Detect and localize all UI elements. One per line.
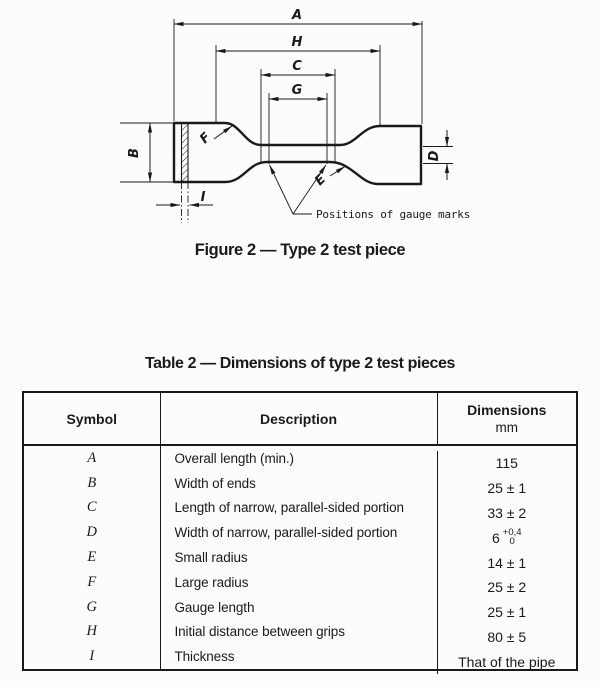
dim-label-H: H xyxy=(292,35,303,50)
dimensions-table: Symbol Description Dimensions mm A Overa… xyxy=(22,391,578,675)
value-cell: 6 +0,4 0 xyxy=(436,525,577,551)
table-body: A Overall length (min.) 115 B Width of e… xyxy=(24,446,576,675)
gauge-marks-note: Positions of gauge marks xyxy=(269,164,470,221)
value-nominal: 6 xyxy=(491,529,500,546)
description-cell: Large radius xyxy=(159,569,437,595)
table-row: I Thickness That of the pipe xyxy=(24,644,576,675)
value-cell: 25 ± 1 xyxy=(436,475,577,501)
hatch-strip xyxy=(180,123,189,182)
dim-label-I: I xyxy=(201,190,206,205)
description-cell: Length of narrow, parallel-sided portion xyxy=(159,495,437,521)
value-cell: 33 ± 2 xyxy=(436,500,577,526)
specimen-outline xyxy=(172,121,423,186)
table-row: B Width of ends 25 ± 1 xyxy=(24,470,576,501)
dim-label-G: G xyxy=(292,83,303,98)
symbol-cell: C xyxy=(86,499,97,516)
figure-caption: Figure 2 — Type 2 test piece xyxy=(194,241,406,259)
symbol-cell: G xyxy=(86,598,97,615)
tolerance-lower: 0 xyxy=(509,535,515,547)
tolerance-upper: +0,4 xyxy=(502,527,522,539)
dimension-lines xyxy=(173,21,423,102)
symbol-cell: F xyxy=(87,573,97,590)
table-row: F Large radius 25 ± 2 xyxy=(24,569,576,600)
dim-label-F: F xyxy=(197,130,214,147)
dim-I: I xyxy=(156,182,213,223)
header-dimensions: Dimensions mm xyxy=(436,393,577,444)
dim-label-E: E xyxy=(312,172,329,189)
value-cell: That of the pipe xyxy=(436,649,577,675)
value-tolerance: +0,4 0 xyxy=(502,527,522,547)
leader-F: F xyxy=(197,125,233,147)
description-cell: Small radius xyxy=(159,545,437,570)
table-row: C Length of narrow, parallel-sided porti… xyxy=(24,495,576,526)
dim-D: D xyxy=(423,130,453,180)
table-row: A Overall length (min.) 115 xyxy=(24,446,576,476)
dim-B: B xyxy=(120,122,174,183)
dim-label-D: D xyxy=(427,150,442,161)
table-header-row: Symbol Description Dimensions mm xyxy=(24,393,576,446)
symbol-cell: E xyxy=(87,549,97,566)
header-symbol: Symbol xyxy=(66,410,118,427)
description-cell: Width of narrow, parallel-sided portion xyxy=(159,520,437,546)
description-cell: Overall length (min.) xyxy=(159,446,437,471)
symbol-cell: D xyxy=(86,524,97,541)
table-row: D Width of narrow, parallel-sided portio… xyxy=(24,520,576,551)
value-cell: 80 ± 5 xyxy=(436,624,577,650)
symbol-cell: I xyxy=(89,648,95,665)
dim-label-A: A xyxy=(291,8,302,23)
dim-label-B: B xyxy=(127,148,142,158)
value-cell: 25 ± 2 xyxy=(436,574,577,600)
description-cell: Gauge length xyxy=(159,594,437,620)
gauge-note-text: Positions of gauge marks xyxy=(316,208,470,221)
value-cell: 25 ± 1 xyxy=(436,599,577,625)
description-cell: Thickness xyxy=(159,644,437,670)
symbol-cell: B xyxy=(87,474,97,491)
header-dimensions-label: Dimensions xyxy=(467,401,547,418)
table-title: Table 2 — Dimensions of type 2 test piec… xyxy=(144,355,456,372)
table-row: E Small radius 14 ± 1 xyxy=(24,545,576,575)
extension-lines xyxy=(173,19,423,164)
description-cell: Initial distance between grips xyxy=(159,619,437,645)
description-cell: Width of ends xyxy=(159,470,437,496)
test-piece-diagram: A H C G B I xyxy=(120,8,470,223)
dim-label-C: C xyxy=(292,59,302,74)
table-row: H Initial distance between grips 80 ± 5 xyxy=(24,619,576,650)
table-row: G Gauge length 25 ± 1 xyxy=(24,594,576,625)
symbol-cell: H xyxy=(86,623,97,640)
value-cell: 115 xyxy=(436,451,577,476)
symbol-cell: A xyxy=(87,449,97,466)
value-cell: 14 ± 1 xyxy=(436,550,577,575)
header-unit-label: mm xyxy=(495,419,519,435)
header-description: Description xyxy=(159,393,437,444)
